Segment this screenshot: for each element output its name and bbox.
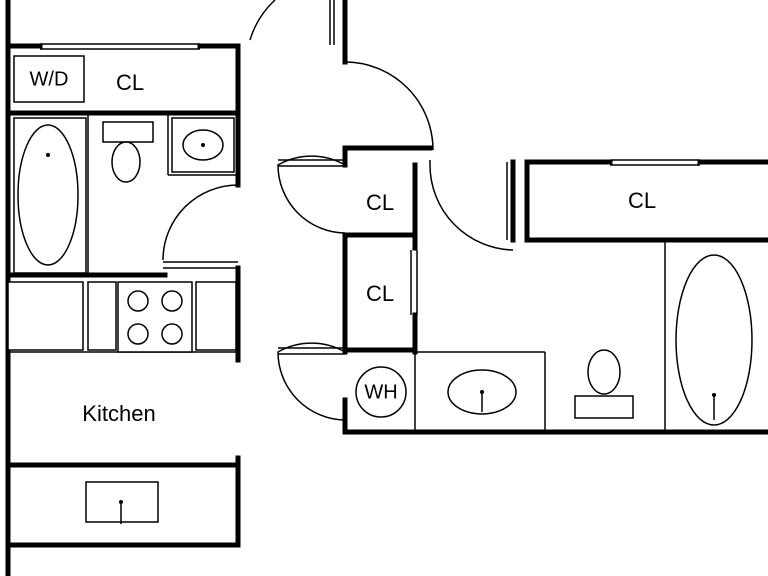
bathtub-right xyxy=(675,254,753,426)
toilet-right-tank xyxy=(574,395,634,419)
toilet-right-bowl xyxy=(587,349,621,395)
range xyxy=(117,281,193,353)
walls xyxy=(5,0,768,576)
room-labels: W/D CL CL CL CL WH Kitchen xyxy=(30,68,657,426)
fixtures xyxy=(7,55,753,524)
label-washer-dryer: W/D xyxy=(30,68,69,90)
water-heater xyxy=(355,366,407,418)
doors xyxy=(40,0,700,421)
toilet-left-tank xyxy=(102,121,154,143)
label-closet-center-top: CL xyxy=(366,190,394,215)
refrigerator xyxy=(7,281,84,351)
toilet-left-bowl xyxy=(111,141,141,183)
bathtub-left xyxy=(17,124,79,266)
label-kitchen: Kitchen xyxy=(82,401,155,426)
washer-dryer xyxy=(13,55,85,103)
label-closet-right: CL xyxy=(628,188,656,213)
label-closet-center-mid: CL xyxy=(366,281,394,306)
label-closet-laundry: CL xyxy=(116,70,144,95)
label-water-heater: WH xyxy=(364,381,397,403)
